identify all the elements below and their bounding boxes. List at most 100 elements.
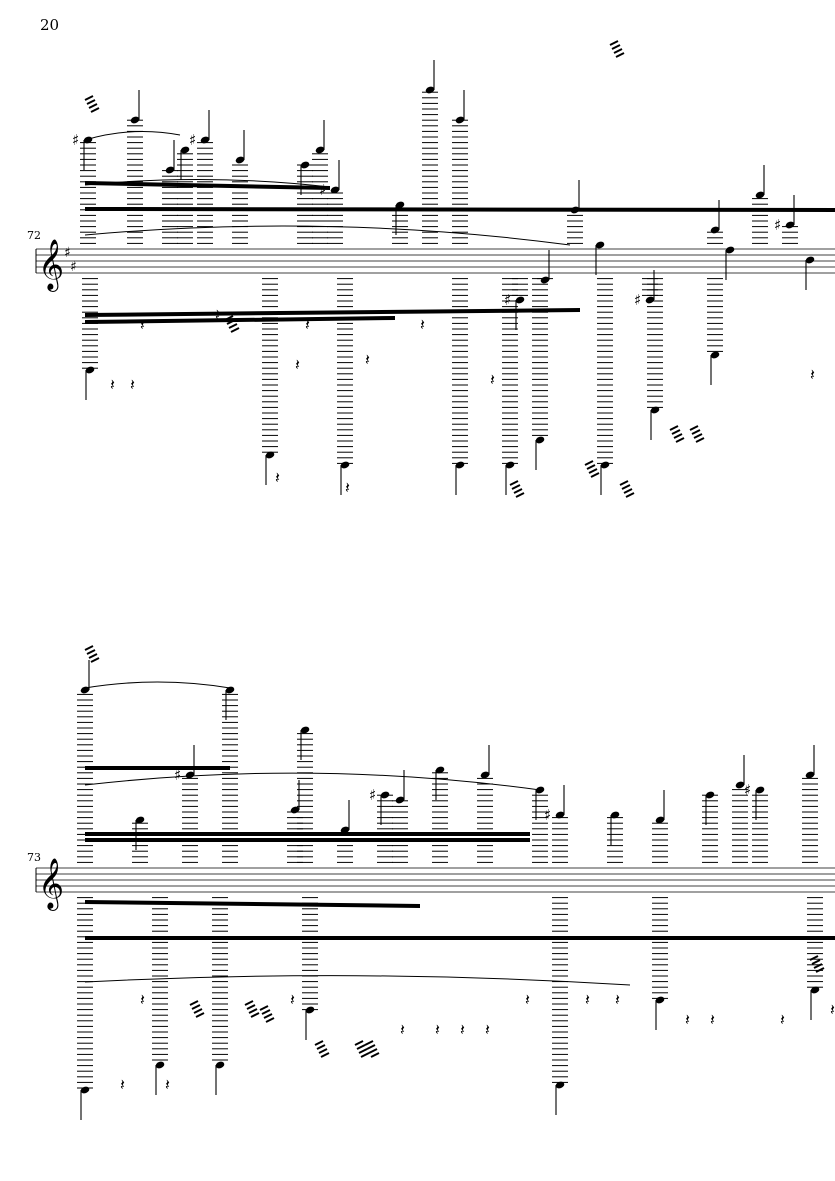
tremolo-stroke bbox=[511, 484, 521, 490]
notehead bbox=[505, 461, 515, 469]
notehead bbox=[655, 996, 665, 1004]
tremolo-stroke bbox=[261, 1009, 271, 1015]
tremolo-stroke bbox=[86, 649, 96, 655]
slur bbox=[84, 178, 331, 188]
notehead bbox=[340, 826, 350, 834]
tremolo-stroke bbox=[88, 653, 98, 659]
beam bbox=[85, 832, 530, 836]
notehead bbox=[710, 351, 720, 359]
notehead bbox=[300, 726, 310, 734]
notehead bbox=[595, 241, 605, 249]
measure-number-73: 73 bbox=[27, 851, 41, 864]
accidental: ♯ bbox=[544, 806, 551, 824]
tremolo-stroke bbox=[189, 1000, 199, 1006]
notehead bbox=[805, 256, 815, 264]
notehead bbox=[395, 201, 405, 209]
tremolo-stroke bbox=[809, 955, 819, 961]
tremolo-stroke bbox=[358, 1048, 368, 1054]
staff-system-72: 𝄞♯♯♯♯♯♯♯♯𝄽𝄽𝄽𝄽𝄽𝄽𝄽𝄽𝄽𝄽𝄽𝄽 bbox=[35, 40, 835, 498]
rest: 𝄽 bbox=[685, 1010, 690, 1029]
notehead bbox=[645, 296, 655, 304]
rest: 𝄽 bbox=[295, 355, 300, 374]
beam bbox=[85, 181, 330, 190]
notehead bbox=[735, 781, 745, 789]
rest: 𝄽 bbox=[165, 1075, 170, 1094]
tremolo-stroke bbox=[689, 425, 699, 431]
rest: 𝄽 bbox=[780, 1010, 785, 1029]
tremolo-stroke bbox=[513, 488, 523, 494]
tremolo-stroke bbox=[316, 1044, 326, 1050]
staff-system-73: 𝄞♯♯♯♯𝄽𝄽𝄽𝄽𝄽𝄽𝄽𝄽𝄽𝄽𝄽𝄽𝄽𝄽𝄽 bbox=[35, 645, 835, 1120]
tremolo-stroke bbox=[263, 1013, 273, 1019]
treble-clef: 𝄞 bbox=[38, 858, 64, 911]
notehead bbox=[455, 116, 465, 124]
notehead bbox=[305, 1006, 315, 1014]
rest: 𝄽 bbox=[215, 305, 220, 324]
notehead bbox=[810, 986, 820, 994]
notehead bbox=[300, 161, 310, 169]
notehead bbox=[480, 771, 490, 779]
tremolo-stroke bbox=[90, 107, 100, 113]
notehead bbox=[330, 186, 340, 194]
notehead bbox=[655, 816, 665, 824]
accidental: ♯ bbox=[174, 766, 181, 784]
tremolo-stroke bbox=[623, 488, 633, 494]
rest: 𝄽 bbox=[525, 990, 530, 1009]
tremolo-stroke bbox=[695, 437, 705, 443]
rest: 𝄽 bbox=[490, 370, 495, 389]
notehead bbox=[650, 406, 660, 414]
rest: 𝄽 bbox=[810, 365, 815, 384]
tremolo-stroke bbox=[265, 1017, 275, 1023]
rest: 𝄽 bbox=[460, 1020, 465, 1039]
rest: 𝄽 bbox=[345, 478, 350, 497]
tremolo-stroke bbox=[320, 1052, 330, 1058]
rest: 𝄽 bbox=[140, 990, 145, 1009]
notehead bbox=[515, 296, 525, 304]
tremolo-stroke bbox=[195, 1012, 205, 1018]
tremolo-stroke bbox=[354, 1040, 364, 1046]
slur bbox=[84, 681, 231, 689]
notehead bbox=[135, 816, 145, 824]
notehead bbox=[80, 1086, 90, 1094]
slur bbox=[84, 130, 181, 141]
rest: 𝄽 bbox=[130, 375, 135, 394]
notehead bbox=[235, 156, 245, 164]
notehead bbox=[225, 686, 235, 694]
tremolo-stroke bbox=[615, 52, 625, 58]
tremolo-stroke bbox=[259, 1005, 269, 1011]
beam bbox=[85, 207, 835, 212]
tremolo-stroke bbox=[244, 1000, 254, 1006]
rest: 𝄽 bbox=[290, 990, 295, 1009]
notehead bbox=[395, 796, 405, 804]
tremolo-stroke bbox=[693, 433, 703, 439]
slur bbox=[84, 225, 571, 246]
tremolo-stroke bbox=[84, 645, 94, 651]
notehead bbox=[455, 461, 465, 469]
notehead bbox=[130, 116, 140, 124]
accidental: ♯ bbox=[774, 216, 781, 234]
notehead bbox=[265, 451, 275, 459]
beam bbox=[85, 936, 835, 940]
accidental: ♯ bbox=[72, 131, 79, 149]
tremolo-stroke bbox=[366, 1044, 376, 1050]
rest: 𝄽 bbox=[485, 1020, 490, 1039]
tremolo-stroke bbox=[611, 44, 621, 50]
notehead bbox=[80, 686, 90, 694]
notehead bbox=[380, 791, 390, 799]
rest: 𝄽 bbox=[710, 1010, 715, 1029]
tremolo-stroke bbox=[671, 429, 681, 435]
rest: 𝄽 bbox=[420, 315, 425, 334]
notehead bbox=[435, 766, 445, 774]
notehead bbox=[200, 136, 210, 144]
tremolo-stroke bbox=[588, 468, 598, 474]
notehead bbox=[555, 1081, 565, 1089]
notehead bbox=[315, 146, 325, 154]
notehead bbox=[710, 226, 720, 234]
tremolo-stroke bbox=[226, 319, 236, 325]
tremolo-stroke bbox=[88, 103, 98, 109]
tremolo-stroke bbox=[669, 425, 679, 431]
tremolo-stroke bbox=[84, 95, 94, 101]
accidental: ♯ bbox=[369, 786, 376, 804]
accidental: ♯ bbox=[319, 181, 326, 199]
